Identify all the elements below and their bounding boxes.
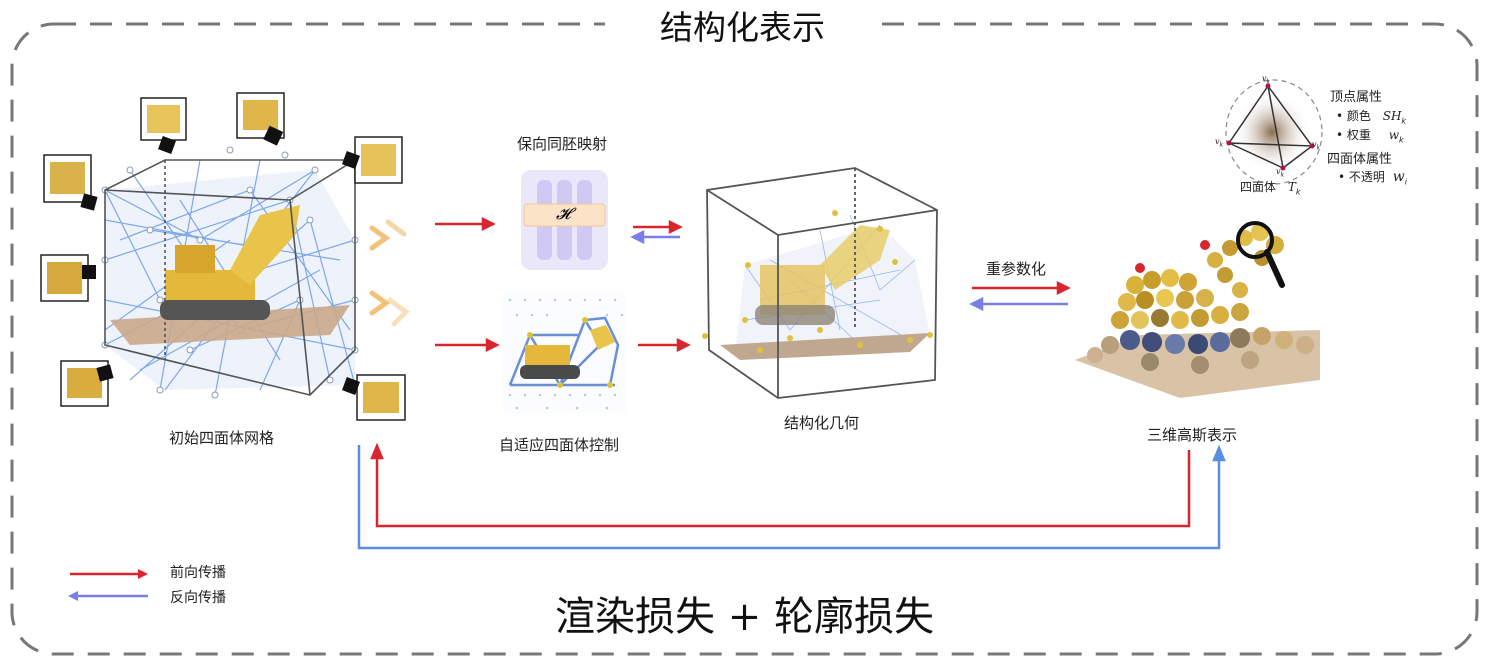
homeomorphism-card: [521, 170, 608, 270]
label-reparam: 重参数化: [986, 260, 1047, 278]
label-gaussian: 三维高斯表示: [1147, 426, 1238, 444]
label-adaptive-control: 自适应四面体控制: [499, 436, 620, 454]
label-structured-geometry: 结构化几何: [784, 414, 860, 432]
camera-view: [342, 136, 403, 184]
camera-view: [342, 374, 406, 421]
camera-view: [40, 254, 96, 302]
initial-mesh-figure: [101, 146, 359, 399]
flow-chevrons: [369, 219, 410, 327]
label-homeomorphism: 保向同胚映射: [517, 135, 608, 153]
vertex-color-attr: • 颜色 SHk: [1336, 109, 1407, 126]
legend-forward: 前向传播: [170, 565, 226, 581]
mapping-symbol: 𝓗: [556, 204, 571, 223]
legend-arrows: [68, 569, 148, 601]
bulldozer-figure: [110, 205, 350, 345]
camera-views: [40, 92, 406, 421]
adaptive-control-figure: [503, 293, 626, 413]
camera-view: [60, 360, 114, 407]
tet-attr-title: 四面体属性: [1327, 152, 1393, 167]
tetrahedron-inset: [1225, 79, 1323, 185]
label-initial-mesh: 初始四面体网格: [169, 429, 275, 447]
vertex-weight-attr: • 权重 wk: [1336, 128, 1404, 145]
vertex-label-bottom: vk: [1276, 167, 1285, 179]
vertex-label-right: vk: [1312, 140, 1321, 152]
forward-arrows: [435, 216, 1071, 353]
structured-geometry-figure: [702, 167, 938, 399]
loss-feedback-arrows: [357, 442, 1226, 550]
camera-view: [236, 92, 285, 146]
diagram-title: 结构化表示: [605, 4, 880, 54]
gaussian-figure: [1075, 221, 1320, 398]
tet-opacity-attr: • 不透明 wi: [1338, 169, 1407, 187]
mesh-box: [104, 159, 356, 396]
camera-view: [43, 154, 98, 211]
loss-label: 渲染损失 + 轮廓损失: [555, 594, 934, 640]
vertex-label-top: vk: [1262, 74, 1271, 86]
vertex-label-left: vk: [1215, 137, 1224, 149]
backward-arrows: [630, 229, 1068, 312]
camera-view: [140, 97, 187, 154]
legend-backward: 反向传播: [170, 590, 226, 606]
vertex-attr-title: 顶点属性: [1330, 90, 1383, 105]
magnifier-icon: [1236, 221, 1285, 288]
tet-label: 四面体 Tk: [1240, 180, 1301, 197]
